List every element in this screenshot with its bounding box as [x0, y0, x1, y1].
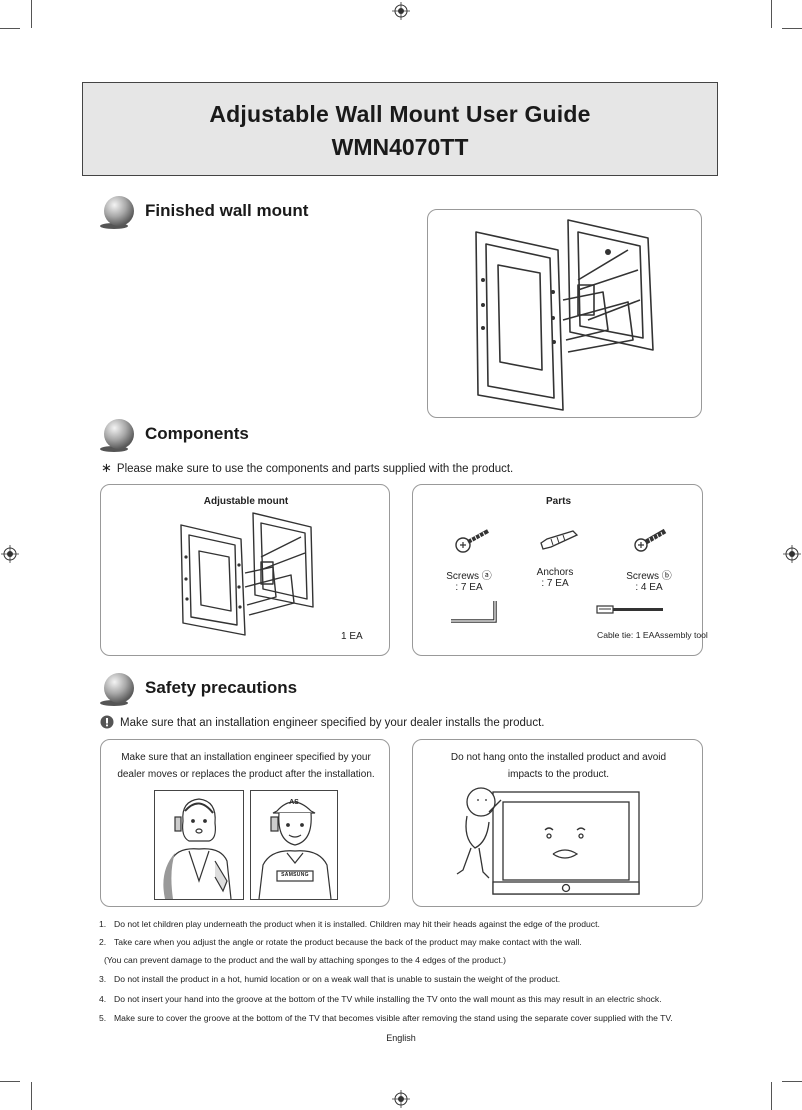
panel-title: Adjustable mount: [203, 496, 289, 507]
finished-mount-panel: [427, 209, 702, 418]
safety-note: Make sure that an installation engineer …: [100, 715, 544, 729]
crop-mark: [782, 1081, 802, 1082]
section-header-safety: Safety precautions: [100, 672, 420, 708]
list-item: 4.Do not insert your hand into the groov…: [99, 994, 662, 1004]
as-badge: AS: [289, 799, 299, 806]
section-title: Safety precautions: [145, 678, 298, 697]
registration-mark-icon: [1, 545, 19, 563]
section-header-finished: Finished wall mount: [100, 195, 420, 231]
part-label: Screws ⓑ : 4 EA: [626, 571, 672, 593]
registration-mark-icon: [783, 545, 801, 563]
asterisk-icon: ∗: [101, 460, 112, 475]
crop-mark: [31, 0, 32, 28]
part-label: Screws ⓐ : 7 EA: [446, 571, 492, 593]
sphere-bullet-icon: [100, 419, 134, 452]
safety-panel-engineer: Make sure that an installation engineer …: [100, 739, 390, 907]
list-item: (You can prevent damage to the product a…: [104, 955, 506, 965]
allen-key-icon: [451, 601, 497, 623]
part-label: Anchors : 7 EA: [536, 567, 574, 589]
footer-language: English: [386, 1033, 416, 1043]
components-note: ∗Please make sure to use the components …: [101, 460, 514, 475]
adjustable-mount-illustration: [180, 512, 314, 636]
section-title: Components: [145, 424, 249, 443]
list-item: 5.Make sure to cover the groove at the b…: [99, 1013, 673, 1023]
list-item: 2.Take care when you adjust the angle or…: [99, 937, 582, 947]
screw-b-icon: [634, 528, 667, 552]
parts-panel: Parts Screws ⓐ : 7 EA Anchors : 7 EA Scr…: [412, 484, 708, 656]
sphere-bullet-icon: [100, 673, 134, 706]
registration-mark-icon: [392, 2, 410, 20]
model-number: WMN4070TT: [331, 134, 469, 160]
brand-badge: SAMSUNG: [281, 872, 309, 878]
list-item: 1.Do not let children play underneath th…: [99, 919, 600, 929]
screw-a-icon: [455, 529, 489, 553]
illustration-frame: AS SAMSUNG: [250, 790, 338, 900]
registration-mark-icon: [392, 1090, 410, 1108]
page-title: Adjustable Wall Mount User Guide: [209, 101, 591, 127]
section-title: Finished wall mount: [145, 201, 309, 220]
engineer-phone-illustration: [258, 801, 332, 899]
panel-title: Parts: [545, 496, 571, 507]
child-hanging-tv-illustration: [456, 787, 640, 895]
mount-quantity: 1 EA: [341, 631, 363, 642]
cable-tie-label: Cable tie: 1 EAAssembly tool: [597, 630, 708, 640]
sphere-bullet-icon: [100, 196, 134, 229]
woman-phone-illustration: [163, 798, 232, 899]
panel-text: Do not hang onto the installed product a…: [450, 752, 667, 780]
illustration-frame: [154, 790, 244, 900]
crop-mark: [782, 28, 802, 29]
crop-mark: [31, 1082, 32, 1110]
safety-panel-hang: Do not hang onto the installed product a…: [412, 739, 703, 907]
title-box: Adjustable Wall Mount User Guide WMN4070…: [82, 82, 718, 176]
adjustable-mount-panel: Adjustable mount 1 EA: [100, 484, 390, 656]
panel-text: Make sure that an installation engineer …: [117, 752, 375, 780]
anchor-icon: [540, 530, 579, 550]
warning-icon: [100, 715, 114, 729]
crop-mark: [771, 0, 772, 28]
crop-mark: [0, 1081, 20, 1082]
list-item: 3.Do not install the product in a hot, h…: [99, 974, 561, 984]
crop-mark: [771, 1082, 772, 1110]
wall-mount-illustration: [475, 219, 654, 411]
section-header-components: Components: [100, 418, 420, 454]
cable-tie-icon: [596, 605, 663, 614]
crop-mark: [0, 28, 20, 29]
